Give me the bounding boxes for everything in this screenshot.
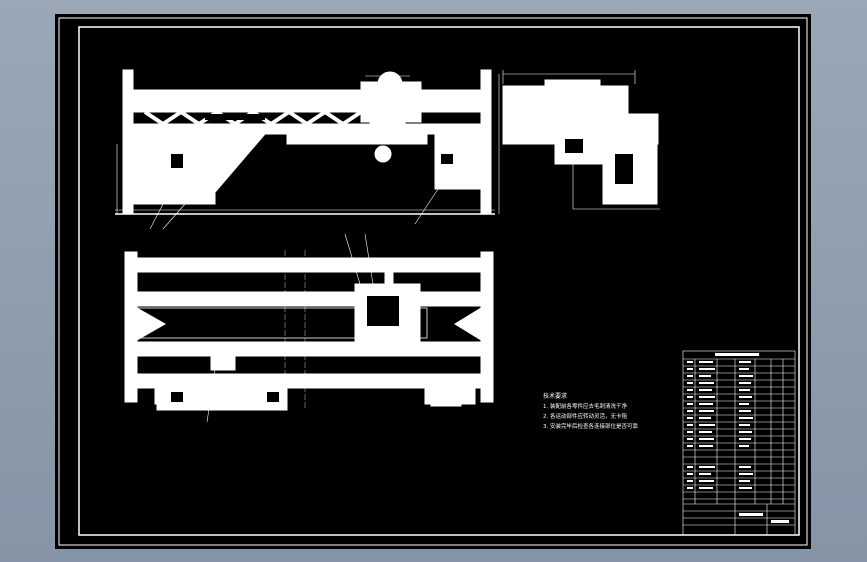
side-view	[502, 70, 660, 210]
cad-viewport[interactable]: 技术要求 1. 装配前各零件应去毛刺清洗干净 2. 各运动部件应转动灵活，无卡阻…	[55, 14, 811, 549]
note-line-2: 2. 各运动部件应转动灵活，无卡阻	[543, 414, 627, 420]
title-block	[682, 350, 796, 536]
plan-view	[124, 233, 494, 423]
note-line-3: 3. 安装完毕后检查各连接部位是否可靠	[543, 424, 638, 430]
technical-notes: 技术要求 1. 装配前各零件应去毛刺清洗干净 2. 各运动部件应转动灵活，无卡阻…	[543, 392, 693, 432]
front-elevation-view	[115, 69, 500, 230]
sheet-inner-border	[78, 26, 800, 536]
drawing-canvas	[58, 17, 808, 546]
notes-heading: 技术要求	[543, 393, 568, 400]
note-line-1: 1. 装配前各零件应去毛刺清洗干净	[543, 404, 627, 410]
title-block-text-marks	[687, 353, 789, 523]
sheet-outer-border	[58, 17, 808, 546]
